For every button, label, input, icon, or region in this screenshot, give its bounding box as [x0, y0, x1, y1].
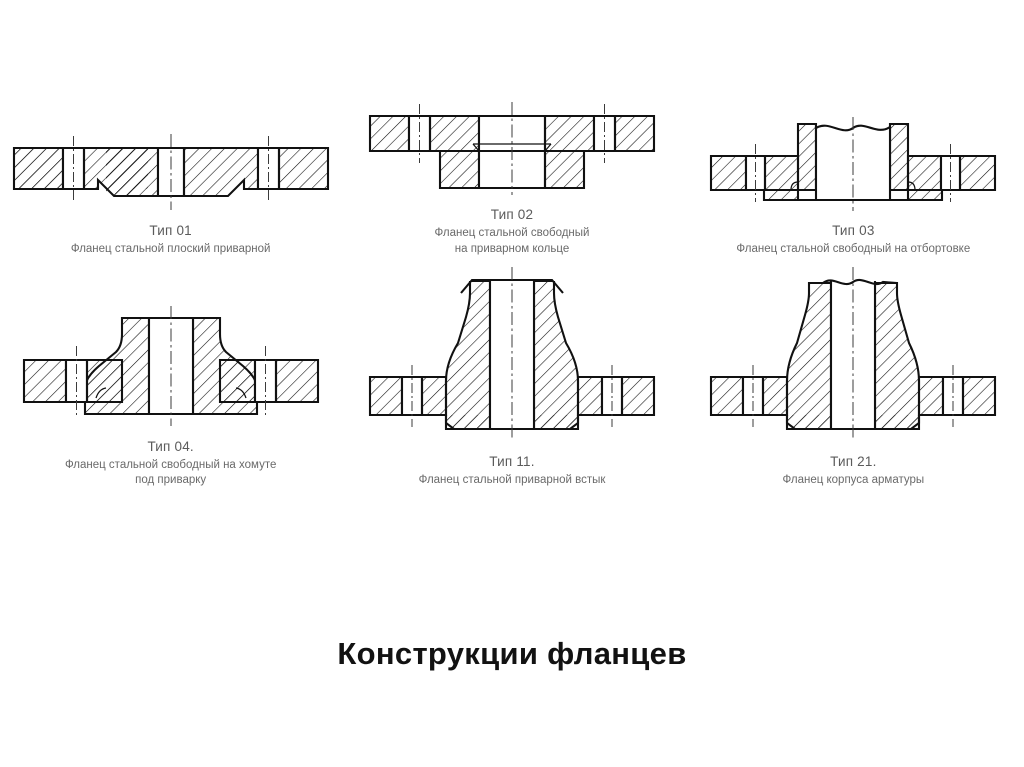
drawing-tip-11	[368, 267, 656, 442]
figure-description: Фланец стальной свободный на приварном к…	[434, 227, 590, 255]
caption-tip-11: Тип 11. Фланец стальной приварной встык	[419, 453, 606, 489]
figure-type-label: Тип 01	[149, 222, 192, 238]
figure-description: Фланец стальной свободный на хомуте под …	[64, 458, 277, 487]
figure-tip-11: Тип 11. Фланец стальной приварной встык	[341, 263, 682, 489]
loose-flange-tip-02	[368, 114, 656, 153]
drawing-tip-01	[12, 133, 329, 210]
figure-tip-03: Тип 03 Фланец стальной свободный на отбо…	[683, 96, 1024, 257]
figure-tip-21: Тип 21. Фланец корпуса арматуры	[683, 263, 1024, 489]
figure-grid: Тип 01 Фланец стальной плоский приварной	[0, 96, 1024, 489]
caption-tip-21: Тип 21. Фланец корпуса арматуры	[783, 453, 925, 489]
caption-tip-04: Тип 04. Фланец стальной свободный на хом…	[65, 438, 276, 489]
loose-flange-ring-tip-03	[710, 154, 997, 191]
caption-tip-02: Тип 02 Фланец стальной свободный на прив…	[435, 206, 590, 257]
drawing-tip-02	[368, 102, 656, 195]
figure-description: Фланец стальной приварной встык	[418, 474, 606, 487]
figure-description: Фланец стальной плоский приварной	[70, 242, 271, 255]
drawing-tip-04	[22, 305, 319, 426]
drawing-tip-03	[710, 116, 997, 211]
loose-flange-ring-tip-04	[22, 358, 319, 403]
figure-description: Фланец стальной свободный на отбортовке	[736, 242, 971, 255]
valve-body-hub-tip-21	[786, 279, 921, 431]
figure-tip-01: Тип 01 Фланец стальной плоский приварной	[0, 96, 341, 257]
caption-tip-01: Тип 01 Фланец стальной плоский приварной	[71, 222, 271, 258]
drawing-tip-21	[710, 267, 997, 442]
figure-type-label: Тип 21.	[830, 454, 877, 470]
figure-tip-04: Тип 04. Фланец стальной свободный на хом…	[0, 263, 341, 489]
flange-plate-tip-21	[710, 376, 997, 417]
figure-tip-02: Тип 02 Фланец стальной свободный на прив…	[341, 96, 682, 257]
figure-type-label: Тип 03	[832, 222, 875, 238]
figure-type-label: Тип 11.	[489, 454, 535, 470]
figure-type-label: Тип 04.	[147, 438, 194, 454]
figure-type-label: Тип 02	[490, 207, 534, 222]
page-title: Конструкции фланцев	[337, 636, 687, 671]
figure-description: Фланец корпуса арматуры	[782, 474, 925, 487]
caption-tip-03: Тип 03 Фланец стальной свободный на отбо…	[736, 222, 970, 258]
